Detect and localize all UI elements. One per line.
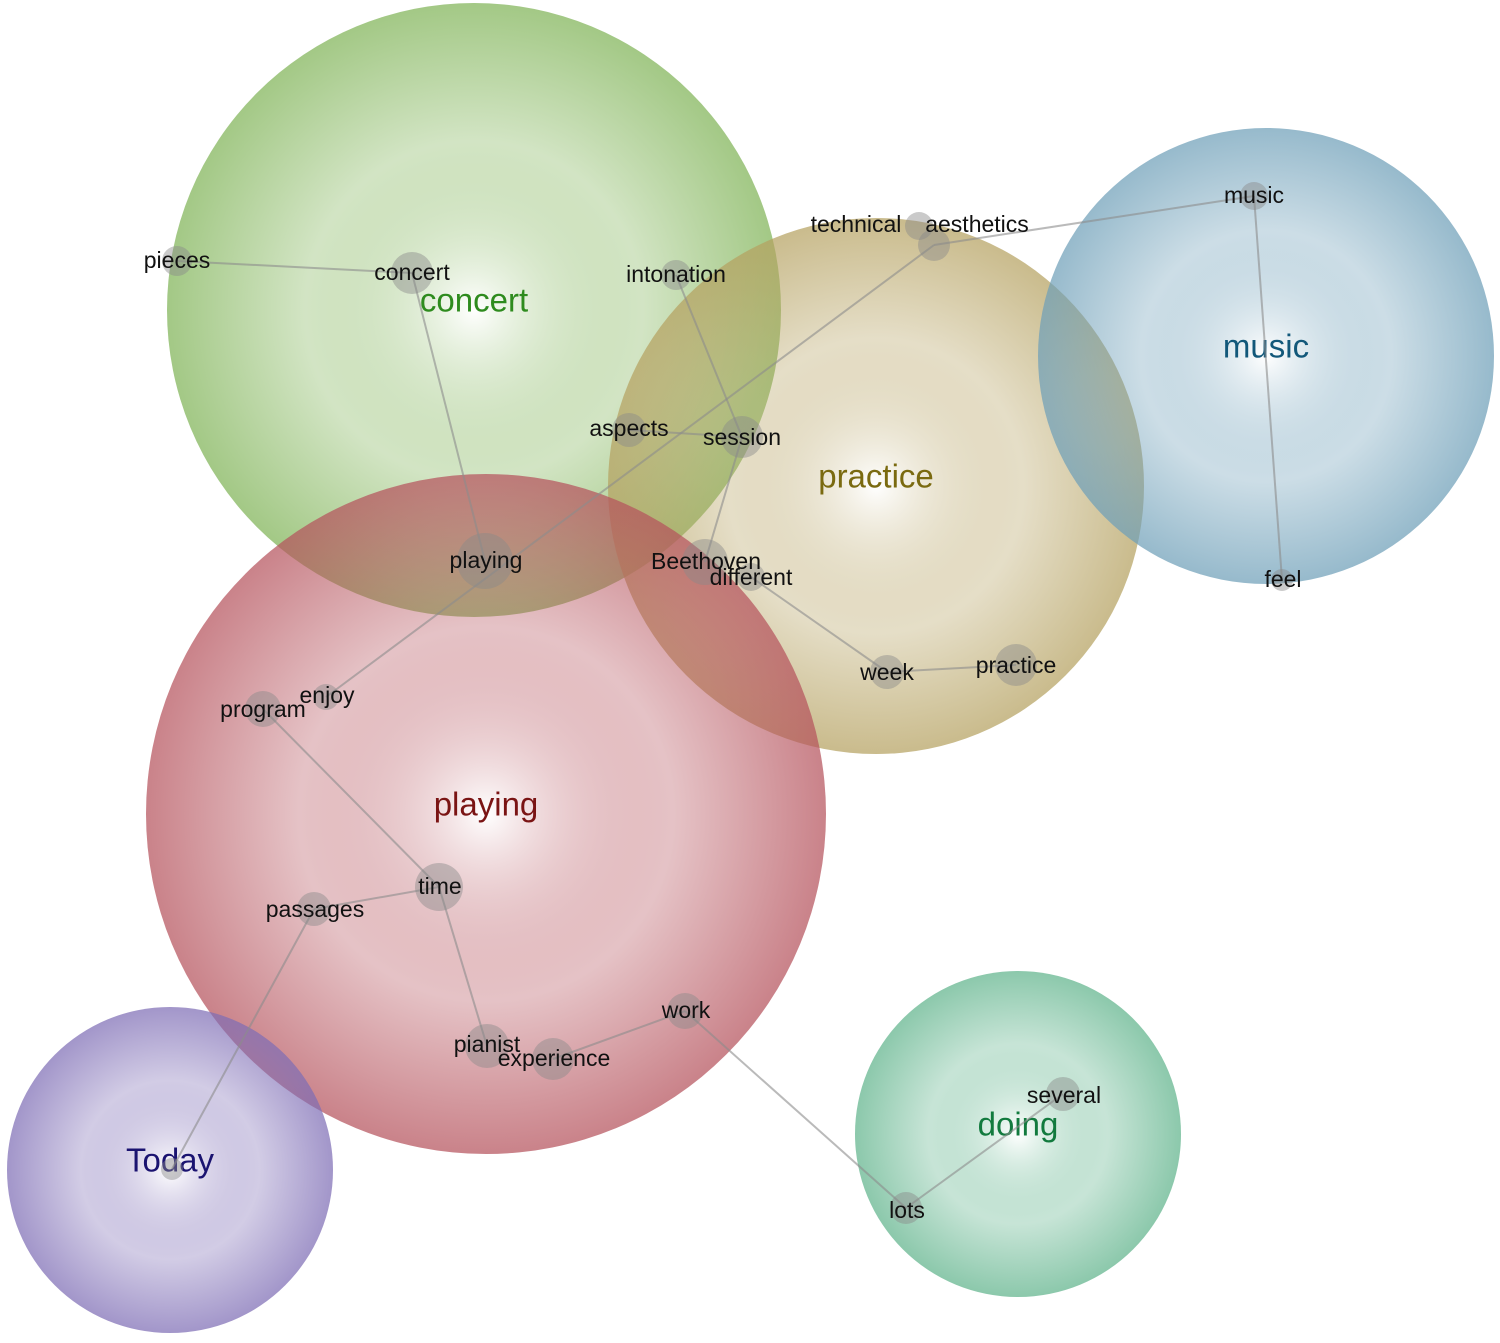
- node-layer: [161, 182, 1293, 1224]
- node-program-label: program: [220, 696, 306, 722]
- edge-pieces-concert: [176, 260, 413, 274]
- node-practice-label: practice: [976, 652, 1057, 678]
- node-experience-dot: [532, 1038, 574, 1080]
- node-technical-dot: [905, 212, 933, 240]
- edge-program-time: [262, 708, 440, 888]
- node-feel-dot: [1271, 569, 1293, 591]
- node-work-label: work: [661, 997, 711, 1023]
- node-music-dot: [1240, 182, 1268, 210]
- edge-music-feel: [1253, 195, 1283, 581]
- edge-work-lots: [684, 1010, 907, 1209]
- node-aesthetics-label: aesthetics: [925, 211, 1029, 237]
- node-different-label: different: [710, 564, 793, 590]
- cluster-practice-label: practice: [818, 458, 934, 495]
- node-feel-label: feel: [1264, 566, 1301, 592]
- node-pieces-label: pieces: [144, 247, 210, 273]
- node-lots-label: lots: [889, 1197, 925, 1223]
- node-time-label: time: [418, 873, 461, 899]
- node-aesthetics-dot: [918, 229, 950, 261]
- node-aspects-label: aspects: [589, 415, 668, 441]
- edge-week-practice: [886, 664, 1017, 673]
- cluster-doing-circle: [855, 971, 1181, 1297]
- node-intonation-dot: [661, 260, 691, 290]
- node-label-layer: pieces concert intonation technical aestheti…: [144, 182, 1302, 1223]
- node-practice-dot: [995, 644, 1037, 686]
- edge-experience-work: [552, 1010, 686, 1060]
- node-concert-dot: [391, 252, 433, 294]
- node-beethoven-label: Beethoven: [651, 548, 761, 574]
- edge-aesthetics-music: [933, 195, 1255, 246]
- node-technical-label: technical: [811, 211, 902, 237]
- edge-aesthetics-enjoy: [325, 244, 935, 698]
- node-today-dot: [161, 1158, 183, 1180]
- node-concert-label: concert: [374, 259, 450, 285]
- node-enjoy-dot: [313, 684, 339, 710]
- node-experience-label: experience: [498, 1045, 611, 1071]
- node-pieces-dot: [162, 246, 192, 276]
- edge-lots-several: [905, 1093, 1064, 1209]
- node-session-dot: [721, 416, 763, 458]
- node-program-dot: [245, 691, 281, 727]
- node-passages-label: passages: [266, 896, 364, 922]
- node-lots-dot: [890, 1192, 922, 1224]
- edge-layer: [171, 195, 1283, 1209]
- cluster-layer: [7, 3, 1494, 1333]
- cluster-today-circle: [7, 1007, 333, 1333]
- node-playing-label: playing: [450, 547, 523, 573]
- edge-aspects-session: [628, 429, 743, 438]
- edge-time-pianist: [438, 886, 488, 1047]
- cluster-today-label: Today: [126, 1142, 215, 1179]
- cluster-playing-circle: [146, 474, 826, 1154]
- node-beethoven-dot: [682, 539, 728, 585]
- node-work-dot: [667, 993, 703, 1029]
- cluster-doing-label: doing: [978, 1106, 1059, 1143]
- node-playing-dot: [457, 533, 513, 589]
- node-week-dot: [870, 655, 904, 689]
- edge-concert-playing: [411, 272, 486, 562]
- cluster-concert-label: concert: [420, 282, 528, 319]
- node-pianist-dot: [465, 1024, 509, 1068]
- edge-different-week: [750, 576, 888, 673]
- node-enjoy-label: enjoy: [300, 682, 355, 708]
- node-different-dot: [737, 563, 765, 591]
- node-session-label: session: [703, 424, 781, 450]
- node-intonation-label: intonation: [626, 261, 726, 287]
- edge-passages-today: [171, 908, 315, 1170]
- node-aspects-dot: [612, 413, 646, 447]
- node-several-dot: [1046, 1077, 1080, 1111]
- edge-time-passages: [313, 886, 440, 910]
- node-time-dot: [415, 863, 463, 911]
- node-passages-dot: [297, 892, 331, 926]
- node-music-label: music: [1224, 182, 1284, 208]
- cluster-playing-label: playing: [434, 786, 539, 823]
- node-week-label: week: [859, 659, 914, 685]
- node-several-label: several: [1027, 1082, 1101, 1108]
- edge-session-beethoven: [704, 436, 743, 563]
- edge-intonation-session: [675, 274, 743, 438]
- node-pianist-label: pianist: [454, 1031, 521, 1057]
